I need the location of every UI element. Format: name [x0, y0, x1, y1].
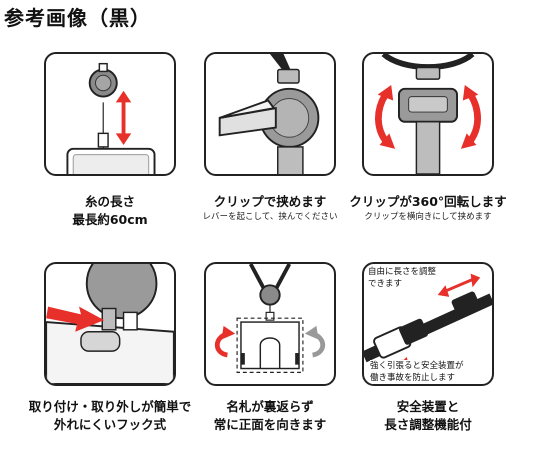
caption-string-length: 糸の長さ 最長約60cm	[72, 194, 148, 227]
reel-length-illustration	[66, 62, 156, 174]
caption-safety: 安全装置と 長さ調整機能付	[384, 399, 472, 432]
panel-hook	[44, 262, 176, 386]
panel-clip	[204, 52, 336, 176]
panel-clip-rotate	[362, 52, 494, 176]
clip-rotate-illustration	[375, 54, 481, 174]
caption-front-facing: 名札が裏返らず 常に正面を向きます	[213, 399, 327, 432]
safety-note: 強く引張ると安全装置が 働き事故を防止します	[370, 360, 464, 384]
hook-illustration	[46, 264, 174, 384]
safety-buckle-illustration	[364, 273, 492, 377]
caption-clip: クリップで挟めます レバーを起こして、挟んでください	[202, 194, 338, 222]
caption-clip-rotate: クリップが360°回転します クリップを横向きにして挟めます	[349, 194, 507, 222]
panel-safety: 自由に長さを調整 できます 強く引張ると安全装置が 働き事故を防止します	[362, 262, 494, 386]
page-title: 参考画像（黒）	[4, 6, 151, 30]
length-adjust-note: 自由に長さを調整 できます	[368, 266, 437, 290]
front-facing-illustration	[214, 264, 326, 373]
panel-string-length	[44, 52, 176, 176]
panel-front-facing	[204, 262, 336, 386]
caption-hook: 取り付け・取り外しが簡単で 外れにくいフック式	[28, 399, 192, 432]
clip-illustration	[218, 54, 320, 174]
